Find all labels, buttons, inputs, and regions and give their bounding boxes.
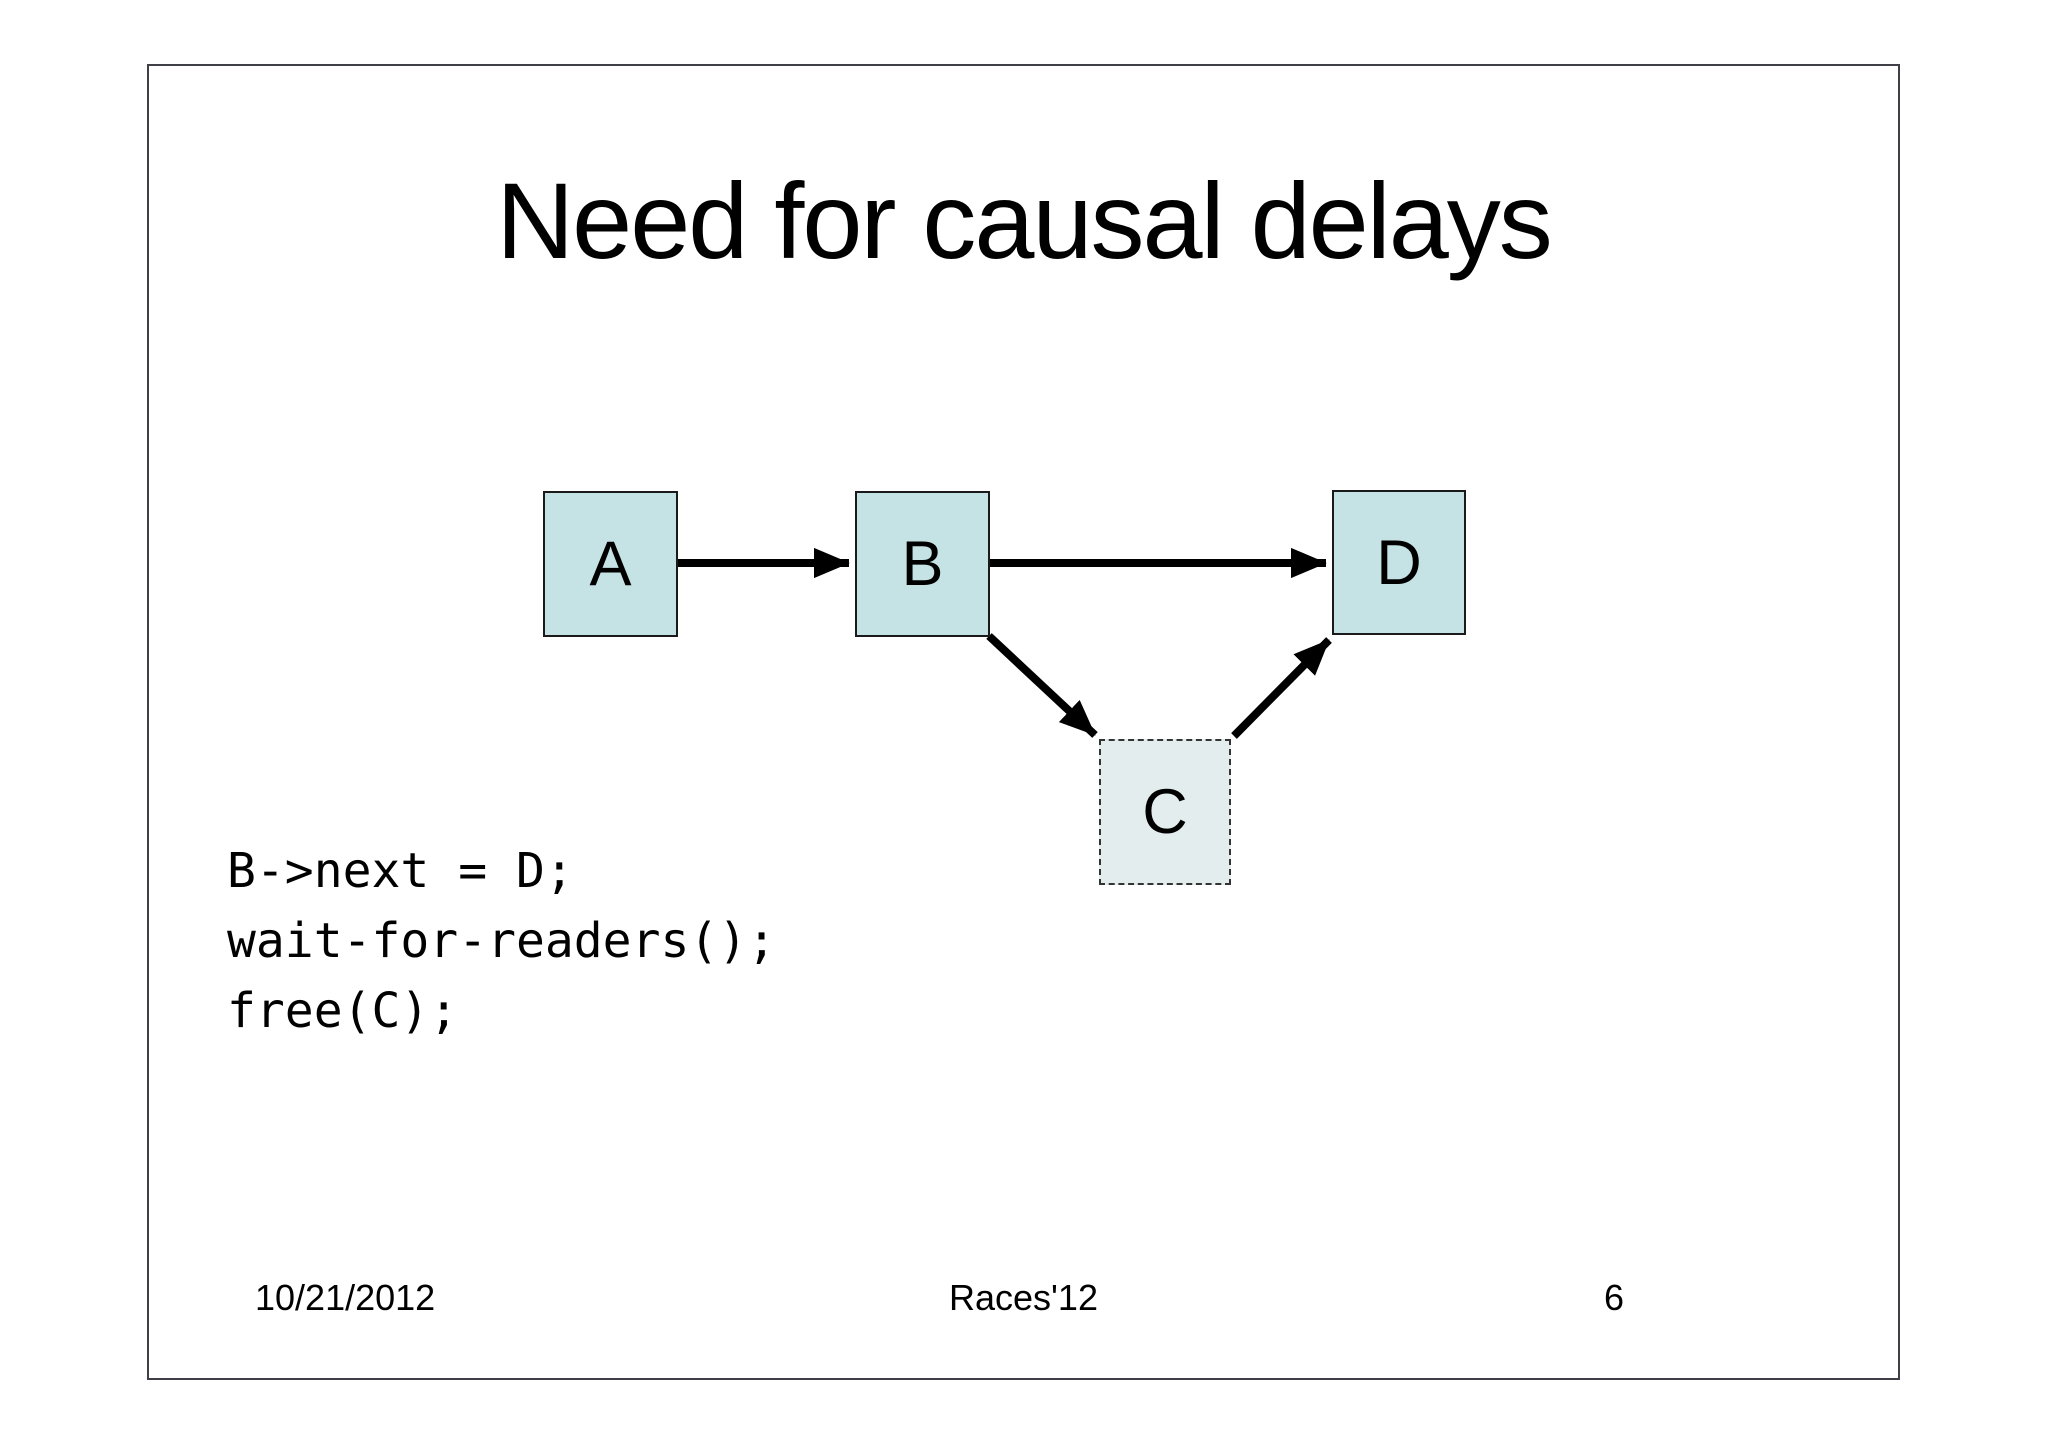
edge-c-to-d-arrow xyxy=(1231,637,1332,739)
slide-title: Need for causal delays xyxy=(496,160,1553,281)
footer-date: 10/21/2012 xyxy=(255,1277,436,1318)
node-C: C xyxy=(1099,739,1231,885)
footer-venue: Races'12 xyxy=(949,1277,1098,1318)
slide: Need for causal delays A B C D B->next =… xyxy=(147,64,1900,1380)
footer-page-number: 6 xyxy=(1604,1277,1625,1318)
node-A-label: A xyxy=(589,529,632,599)
edge-b-to-c-arrow xyxy=(986,633,1098,738)
node-A: A xyxy=(543,491,678,637)
node-B-label: B xyxy=(901,529,944,599)
code-snippet: B->next = D; wait-for-readers(); free(C)… xyxy=(227,836,776,1046)
code-line-3: free(C); xyxy=(227,983,459,1039)
node-D-label: D xyxy=(1376,527,1422,598)
node-D: D xyxy=(1332,490,1466,635)
node-B: B xyxy=(855,491,990,637)
code-line-1: B->next = D; xyxy=(227,843,574,899)
node-C-label: C xyxy=(1142,777,1188,847)
code-line-2: wait-for-readers(); xyxy=(227,913,777,969)
